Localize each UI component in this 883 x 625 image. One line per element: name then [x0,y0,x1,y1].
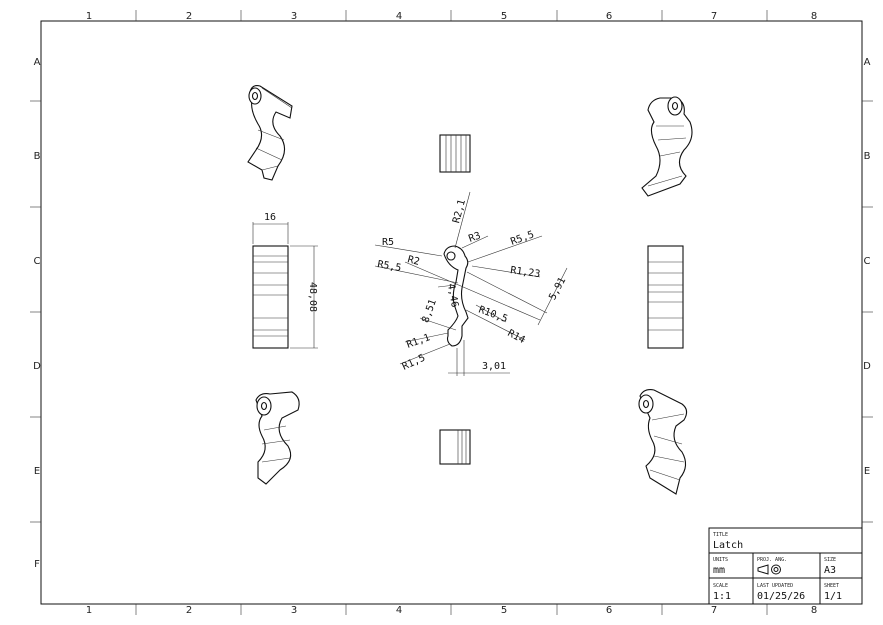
col-label: 4 [396,11,402,22]
dim-r5-5-right: R5,5 [509,229,535,248]
row-label: D [33,361,41,372]
top-view [439,134,471,173]
dim-r5-5-left: R5,5 [376,259,402,274]
sheet-label: SHEET [824,583,839,589]
col-label: 8 [811,605,817,616]
units-value: mm [713,565,725,576]
col-label: 1 [86,605,92,616]
updated-value: 01/25/26 [757,591,805,602]
dim-r1-1: R1,1 [405,332,431,351]
row-label: F [34,559,40,570]
col-label: 3 [291,605,297,616]
col-label: 7 [711,11,717,22]
title-block: TITLE Latch UNITS mm PROJ. ANG. SIZE A3 … [708,527,863,605]
dim-r3: R3 [467,230,482,244]
row-label: B [34,151,41,162]
iso-view-top-left [247,85,293,181]
zone-ticks [30,10,873,615]
col-label: 1 [86,11,92,22]
front-view [252,245,289,349]
units-label: UNITS [713,557,728,563]
dim-r1-5: R1,5 [401,353,427,373]
scale-value: 1:1 [713,591,731,602]
dim-r2-1: R2,1 [451,198,468,224]
col-label: 2 [186,605,192,616]
row-label: A [34,57,41,68]
size-label: SIZE [824,557,836,563]
dim-4-46: 4,46 [445,283,460,309]
row-label: B [864,151,871,162]
dim-width: 16 [264,212,276,223]
row-label: D [863,361,871,372]
profile-leaders [374,191,568,376]
iso-view-bottom-left [255,391,300,485]
row-label: C [34,256,41,267]
third-angle-projection-icon [757,564,781,575]
dim-5-91: 5,91 [547,276,568,302]
dim-r10-5: R10,5 [477,304,509,325]
row-label: E [34,466,40,477]
col-label: 3 [291,11,297,22]
col-label: 5 [501,605,507,616]
column-labels-bottom: 1 2 3 4 5 6 7 8 [86,605,817,616]
right-view [647,245,684,349]
row-labels-left: A B C D E F [33,57,41,570]
col-label: 8 [811,11,817,22]
col-label: 5 [501,11,507,22]
dim-height: 48,08 [307,282,318,312]
sheet-value: 1/1 [824,591,842,602]
drawing-title: Latch [713,540,743,551]
col-label: 7 [711,605,717,616]
iso-view-bottom-right [638,389,688,495]
row-label: A [864,57,871,68]
iso-view-top-right [641,96,693,197]
updated-label: LAST UPDATED [757,583,793,589]
col-label: 6 [606,605,612,616]
dim-r1-23: R1,23 [510,265,541,280]
row-labels-right: A B C D E [863,57,871,477]
dim-r14: R14 [506,328,527,346]
dim-8-51: 8,51 [420,298,439,324]
col-label: 4 [396,605,402,616]
side-profile [443,245,469,347]
proj-label: PROJ. ANG. [757,557,787,563]
dim-r2: R2 [406,254,420,268]
size-value: A3 [824,565,836,576]
row-label: C [864,256,871,267]
title-label: TITLE [713,532,728,538]
dim-r5: R5 [382,237,394,248]
col-label: 2 [186,11,192,22]
dim-3-01: 3,01 [482,361,506,372]
row-label: E [864,466,870,477]
front-view-dimensions [252,222,318,349]
bottom-view [439,429,471,465]
column-labels-top: 1 2 3 4 5 6 7 8 [86,11,817,22]
scale-label: SCALE [713,583,728,589]
col-label: 6 [606,11,612,22]
sheet-border [40,20,863,605]
